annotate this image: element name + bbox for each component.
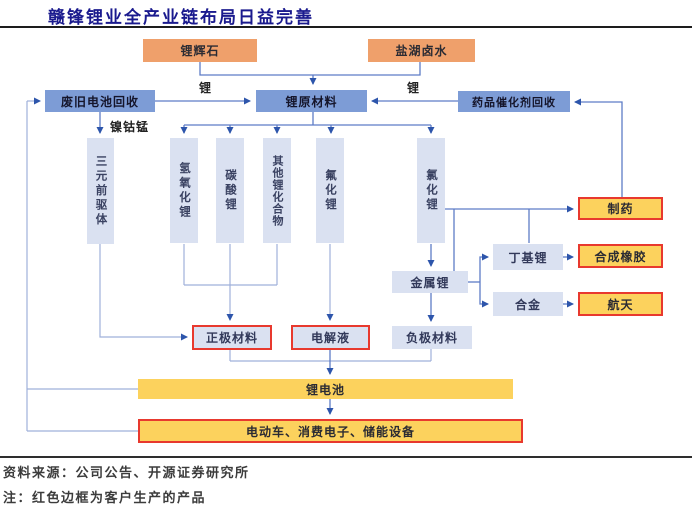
node-anode-material: 负极材料 — [392, 326, 472, 349]
node-lithium-metal: 金属锂 — [392, 271, 468, 293]
node-lithium-hydroxide: 氢氧化锂 — [170, 138, 198, 243]
node-spodumene: 锂辉石 — [143, 39, 257, 62]
node-pharmaceuticals: 制药 — [578, 197, 663, 220]
node-cathode-material: 正极材料 — [192, 325, 272, 350]
legend-note: 注：红色边框为客户生产的产品 — [3, 490, 207, 505]
node-lithium-chloride: 氯化锂 — [417, 138, 445, 243]
node-lithium-raw-material: 锂原材料 — [256, 90, 367, 112]
node-synthetic-rubber: 合成橡胶 — [578, 244, 663, 268]
node-electrolyte: 电解液 — [291, 325, 370, 350]
node-applications: 电动车、消费电子、储能设备 — [138, 419, 523, 443]
figure-title: 赣锋锂业全产业链布局日益完善 — [48, 8, 314, 27]
edge-label-nickel-cobalt-manganese: 镍钴锰 — [110, 120, 150, 134]
node-lithium-fluoride: 氟化锂 — [316, 138, 344, 243]
edge-label-lithium-left: 锂 — [199, 81, 213, 95]
node-catalyst-recycling: 药品催化剂回收 — [458, 91, 570, 112]
footer-divider — [0, 456, 692, 458]
node-salt-lake-brine: 盐湖卤水 — [368, 39, 475, 62]
title-underline — [0, 26, 692, 28]
node-butyl-lithium: 丁基锂 — [493, 244, 563, 270]
node-ternary-precursor: 三元前驱体 — [87, 138, 114, 244]
node-lithium-carbonate: 碳酸锂 — [216, 138, 244, 243]
node-alloy: 合金 — [493, 292, 563, 316]
node-aerospace: 航天 — [578, 292, 663, 316]
edge-label-lithium-right: 锂 — [407, 81, 421, 95]
node-other-lithium-compounds: 其他锂化合物 — [263, 138, 291, 243]
node-lithium-battery: 锂电池 — [138, 379, 513, 399]
node-battery-recycling: 废旧电池回收 — [45, 90, 155, 112]
source-note: 资料来源：公司公告、开源证券研究所 — [3, 465, 250, 480]
